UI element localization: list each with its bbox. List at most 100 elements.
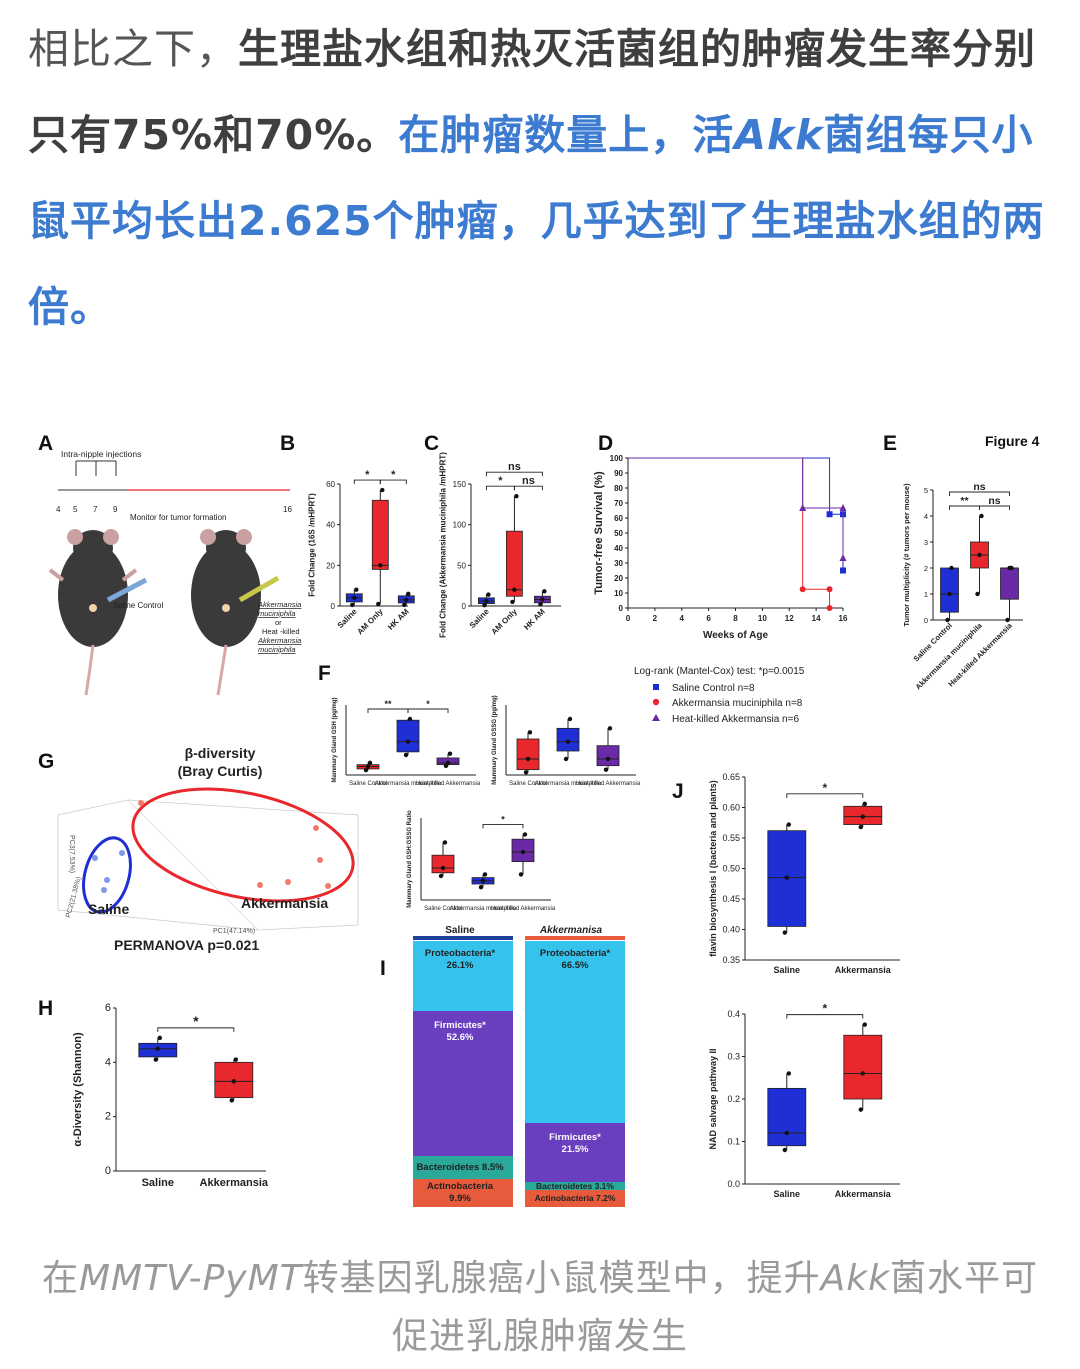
x-tick-label: 6 — [706, 614, 711, 623]
panel-label-a: A — [38, 432, 53, 455]
timeline-16: 16 — [283, 505, 292, 514]
y-axis-label: flavin biosynthesis I (bacteria and plan… — [708, 780, 718, 957]
data-point — [350, 602, 355, 608]
caption-model: MMTV-PyMT — [78, 1258, 303, 1299]
y-tick-label: 0.2 — [727, 1094, 740, 1104]
i-saline-firmicutes — [413, 1011, 513, 1156]
series-marker — [799, 503, 807, 511]
box-2 — [1000, 567, 1019, 600]
data-point — [786, 1071, 791, 1076]
y-tick-label: 100 — [453, 521, 467, 530]
data-point — [563, 756, 569, 762]
significance-label: ns — [508, 461, 521, 473]
panel-a: Intra-nipple injections 4 5 7 9 16 Monit… — [48, 449, 301, 696]
y-axis-label: NAD salvage pathway II — [708, 1048, 718, 1149]
g-title-2: (Bray Curtis) — [178, 763, 263, 779]
y-tick-label: 40 — [326, 521, 335, 530]
box-0 — [767, 1087, 807, 1147]
data-point — [607, 726, 613, 731]
y-tick-label: 80 — [614, 484, 623, 493]
data-point — [438, 873, 444, 879]
significance-label: * — [498, 475, 503, 487]
significance-label: * — [426, 699, 430, 709]
x-tick-label: Akkermansia — [835, 965, 892, 975]
significance-bracket — [786, 1014, 864, 1019]
significance-bracket — [513, 485, 543, 491]
y-tick-label: 0 — [462, 602, 467, 611]
hk-label: Heat -killed — [262, 627, 300, 636]
mouse-akkermansia-illustration: Akkermansia muciniphila or Heat -killed … — [191, 529, 301, 696]
akk-label-4: muciniphila — [258, 645, 296, 654]
y-tick-label: 70 — [614, 499, 623, 508]
x-tick-label: Akkermansia muciniphila — [450, 906, 517, 912]
timeline-5: 5 — [73, 505, 78, 514]
data-point — [522, 832, 528, 837]
data-point — [979, 513, 984, 519]
data-point — [484, 598, 489, 604]
y-tick-label: 0 — [619, 604, 624, 613]
d-test: Log-rank (Mantel-Cox) test: *p=0.0015 — [634, 666, 805, 677]
significance-label: ** — [960, 495, 969, 507]
i-s-actino-v: 9.9% — [449, 1193, 471, 1204]
significance-bracket — [407, 708, 449, 713]
data-point — [786, 822, 791, 827]
y-tick-label: 1 — [924, 590, 928, 599]
i-akk-firmicutes — [525, 1123, 625, 1182]
timeline-7: 7 — [93, 505, 98, 514]
data-point — [407, 716, 413, 722]
significance-label: * — [193, 1013, 199, 1029]
y-axis-label: Fold Change (16S /mHPRT) — [307, 493, 316, 597]
significance-label: ns — [973, 481, 985, 493]
caption-c: 菌水平可促进乳腺肿瘤发生 — [391, 1258, 1039, 1357]
series-line-0 — [628, 457, 844, 571]
g-saline-points — [92, 850, 125, 893]
x-tick-label: 8 — [733, 614, 738, 623]
g-saline-label: Saline — [88, 901, 129, 917]
box-0 — [516, 738, 540, 771]
g-akkermansia-points — [138, 800, 331, 889]
panel-d-legend: Log-rank (Mantel-Cox) test: *p=0.0015 Sa… — [634, 666, 805, 725]
y-tick-label: 0 — [331, 602, 336, 611]
panel-label-f: F — [318, 662, 331, 685]
data-point — [525, 756, 531, 762]
y-tick-label: 10 — [614, 589, 623, 598]
y-tick-label: 40 — [614, 544, 623, 553]
significance-bracket — [949, 491, 1010, 496]
y-tick-label: 30 — [614, 559, 623, 568]
i-saline-bacteroidetes — [413, 1156, 513, 1179]
series-marker — [839, 503, 847, 511]
data-point — [977, 552, 982, 558]
x-tick-label: Saline — [468, 607, 491, 630]
data-point — [354, 587, 359, 592]
significance-label: ns — [988, 495, 1000, 507]
data-point — [947, 591, 952, 597]
y-axis-label: α-Diversity (Shannon) — [72, 1032, 84, 1147]
g-title-1: β-diversity — [185, 745, 256, 761]
y-tick-label: 0.60 — [722, 803, 740, 813]
caption-akk: Akk — [820, 1258, 890, 1299]
y-tick-label: 4 — [105, 1056, 111, 1068]
data-point — [523, 770, 529, 775]
significance-label: * — [365, 469, 370, 481]
box-2 — [596, 745, 620, 767]
x-tick-label: Akkermansia — [835, 1189, 892, 1199]
y-tick-label: 0.50 — [722, 864, 740, 874]
y-axis-label: Mammary Gland GSH (pg/mg) — [332, 697, 338, 782]
series-marker — [826, 511, 833, 518]
data-point — [540, 597, 545, 602]
y-tick-label: 0 — [105, 1165, 111, 1177]
d-legend-hk: Heat-killed Akkermansia n=6 — [672, 714, 799, 725]
data-point — [565, 739, 571, 744]
i-saline-actinobacteria — [413, 1179, 513, 1207]
x-tick-label: Saline Control — [349, 781, 387, 787]
panel-label-i: I — [380, 957, 386, 980]
data-point — [155, 1046, 160, 1051]
y-tick-label: 50 — [457, 561, 466, 570]
data-point — [945, 617, 950, 623]
or-label: or — [275, 618, 282, 627]
significance-label: * — [501, 814, 505, 824]
